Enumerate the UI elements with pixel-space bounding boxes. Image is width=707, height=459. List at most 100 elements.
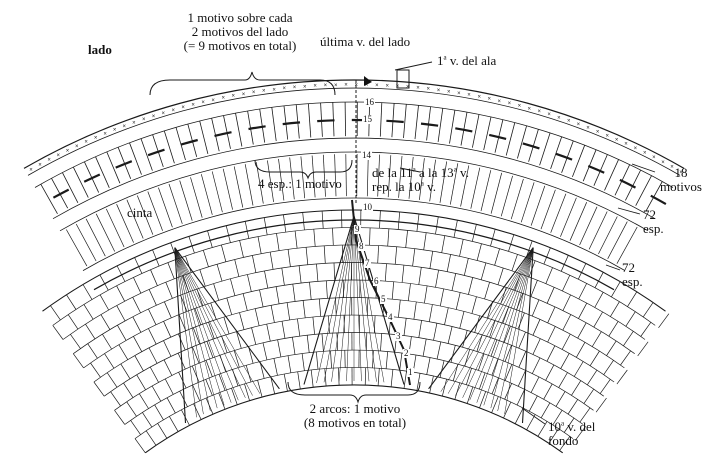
ribbon-dash bbox=[522, 142, 540, 150]
stitch-post bbox=[321, 210, 324, 229]
stitch-post bbox=[433, 323, 438, 341]
stitch-post bbox=[504, 364, 513, 381]
stitch-post bbox=[459, 311, 465, 329]
stitch-post bbox=[150, 269, 158, 286]
stitch-post bbox=[562, 294, 571, 311]
stitch-post bbox=[625, 311, 636, 327]
double-crochet-stitch bbox=[569, 202, 588, 241]
side-label: lado bbox=[88, 42, 112, 57]
double-crochet-stitch bbox=[259, 108, 266, 143]
stitch-post bbox=[325, 280, 328, 299]
double-crochet-stitch bbox=[625, 169, 642, 201]
double-crochet-stitch bbox=[366, 154, 369, 197]
round-10-line1: 10a v. del bbox=[548, 420, 595, 434]
stitch-post bbox=[99, 294, 110, 311]
stitch-post bbox=[480, 262, 487, 280]
stitch-post bbox=[559, 436, 571, 451]
stitch-post bbox=[380, 333, 383, 351]
stitch-post bbox=[236, 331, 242, 349]
stitch-post bbox=[658, 313, 670, 329]
stitch-post bbox=[134, 257, 143, 274]
stitch-post bbox=[305, 247, 309, 265]
double-crochet-stitch bbox=[604, 159, 619, 191]
single-crochet-mark: × bbox=[324, 83, 328, 89]
stitch-post bbox=[562, 314, 572, 331]
double-crochet-stitch bbox=[517, 125, 527, 159]
double-crochet-stitch bbox=[505, 122, 516, 156]
single-crochet-mark: × bbox=[191, 103, 195, 109]
stitch-post bbox=[254, 308, 260, 326]
motif-wedge-stitch bbox=[353, 215, 362, 382]
spaces-72-top-text: esp. bbox=[643, 221, 664, 236]
upper-band-row bbox=[52, 137, 656, 220]
stitch-post bbox=[589, 350, 600, 366]
stitch-post bbox=[167, 262, 175, 279]
stitch-post bbox=[221, 244, 227, 262]
single-crochet-mark: × bbox=[447, 89, 451, 95]
single-crochet-mark: × bbox=[477, 95, 481, 101]
stitch-post bbox=[540, 402, 551, 419]
stitch-post bbox=[270, 376, 276, 395]
stitch-post bbox=[416, 213, 420, 232]
double-crochet-stitch bbox=[106, 151, 121, 184]
stitch-post bbox=[287, 355, 292, 373]
stitch-post bbox=[555, 391, 566, 407]
motif-wedge-stitch bbox=[174, 247, 246, 398]
repeat-l1-c: v. bbox=[460, 165, 469, 180]
motifs-18-label: 18 motivos bbox=[660, 166, 702, 194]
stitch-post bbox=[450, 345, 456, 363]
stitch-post bbox=[102, 334, 112, 350]
stitch-post bbox=[416, 373, 421, 391]
stitch-post bbox=[333, 262, 336, 281]
stitch-post bbox=[231, 388, 238, 405]
repeat-rounds-note: de la 11a a la 13a v. rep. la 10a v. bbox=[372, 166, 469, 194]
single-crochet-mark: × bbox=[670, 165, 674, 171]
stitch-post bbox=[454, 382, 461, 400]
stitch-post bbox=[611, 281, 621, 297]
stitch-post bbox=[242, 293, 248, 311]
repeat-l2-b: v. bbox=[427, 179, 436, 194]
double-crochet-stitch bbox=[222, 168, 233, 210]
stitch-post bbox=[436, 341, 442, 360]
stitch-post bbox=[245, 365, 252, 383]
stitch-post bbox=[537, 421, 548, 437]
stitch-post bbox=[199, 269, 206, 287]
single-crochet-mark: × bbox=[113, 128, 117, 134]
double-crochet-stitch bbox=[379, 102, 383, 137]
single-crochet-mark: × bbox=[537, 109, 541, 115]
double-crochet-stitch bbox=[494, 119, 504, 153]
round-10-line2: fondo bbox=[548, 433, 579, 448]
stitch-post bbox=[379, 210, 381, 229]
motif-per-side-line1: 1 motivo sobre cada bbox=[187, 10, 293, 25]
double-crochet-stitch bbox=[593, 154, 608, 186]
stitch-post bbox=[99, 274, 109, 291]
stitch-post bbox=[116, 265, 126, 282]
single-crochet-mark: × bbox=[283, 86, 287, 92]
stitch-post bbox=[85, 324, 96, 340]
motif-brace-top bbox=[149, 71, 336, 96]
stitch-post bbox=[394, 246, 398, 265]
motifs-18-num: 18 bbox=[674, 165, 688, 180]
double-crochet-stitch bbox=[614, 164, 631, 196]
single-crochet-mark: × bbox=[634, 146, 638, 152]
stitch-post bbox=[244, 383, 250, 401]
single-crochet-mark: × bbox=[232, 94, 236, 100]
stitch-post bbox=[398, 299, 401, 318]
double-crochet-stitch bbox=[520, 182, 535, 223]
stitch-post bbox=[262, 342, 268, 360]
stitch-post bbox=[479, 391, 487, 409]
double-crochet-stitch bbox=[530, 185, 546, 226]
stitch-post bbox=[82, 284, 93, 300]
stitch-post bbox=[484, 282, 490, 300]
stitch-post bbox=[87, 343, 98, 359]
stitch-post bbox=[446, 254, 451, 272]
stitch-post bbox=[558, 372, 568, 388]
stitch-post bbox=[126, 401, 137, 417]
stitch-post bbox=[218, 392, 226, 410]
double-crochet-stitch bbox=[75, 223, 97, 262]
stitch-post bbox=[252, 255, 257, 273]
double-crochet-stitch bbox=[95, 213, 116, 252]
motif-per-side-note: 1 motivo sobre cada 2 motivos del lado (… bbox=[160, 11, 320, 53]
double-crochet-stitch bbox=[540, 189, 556, 230]
stitch-post bbox=[627, 291, 638, 307]
